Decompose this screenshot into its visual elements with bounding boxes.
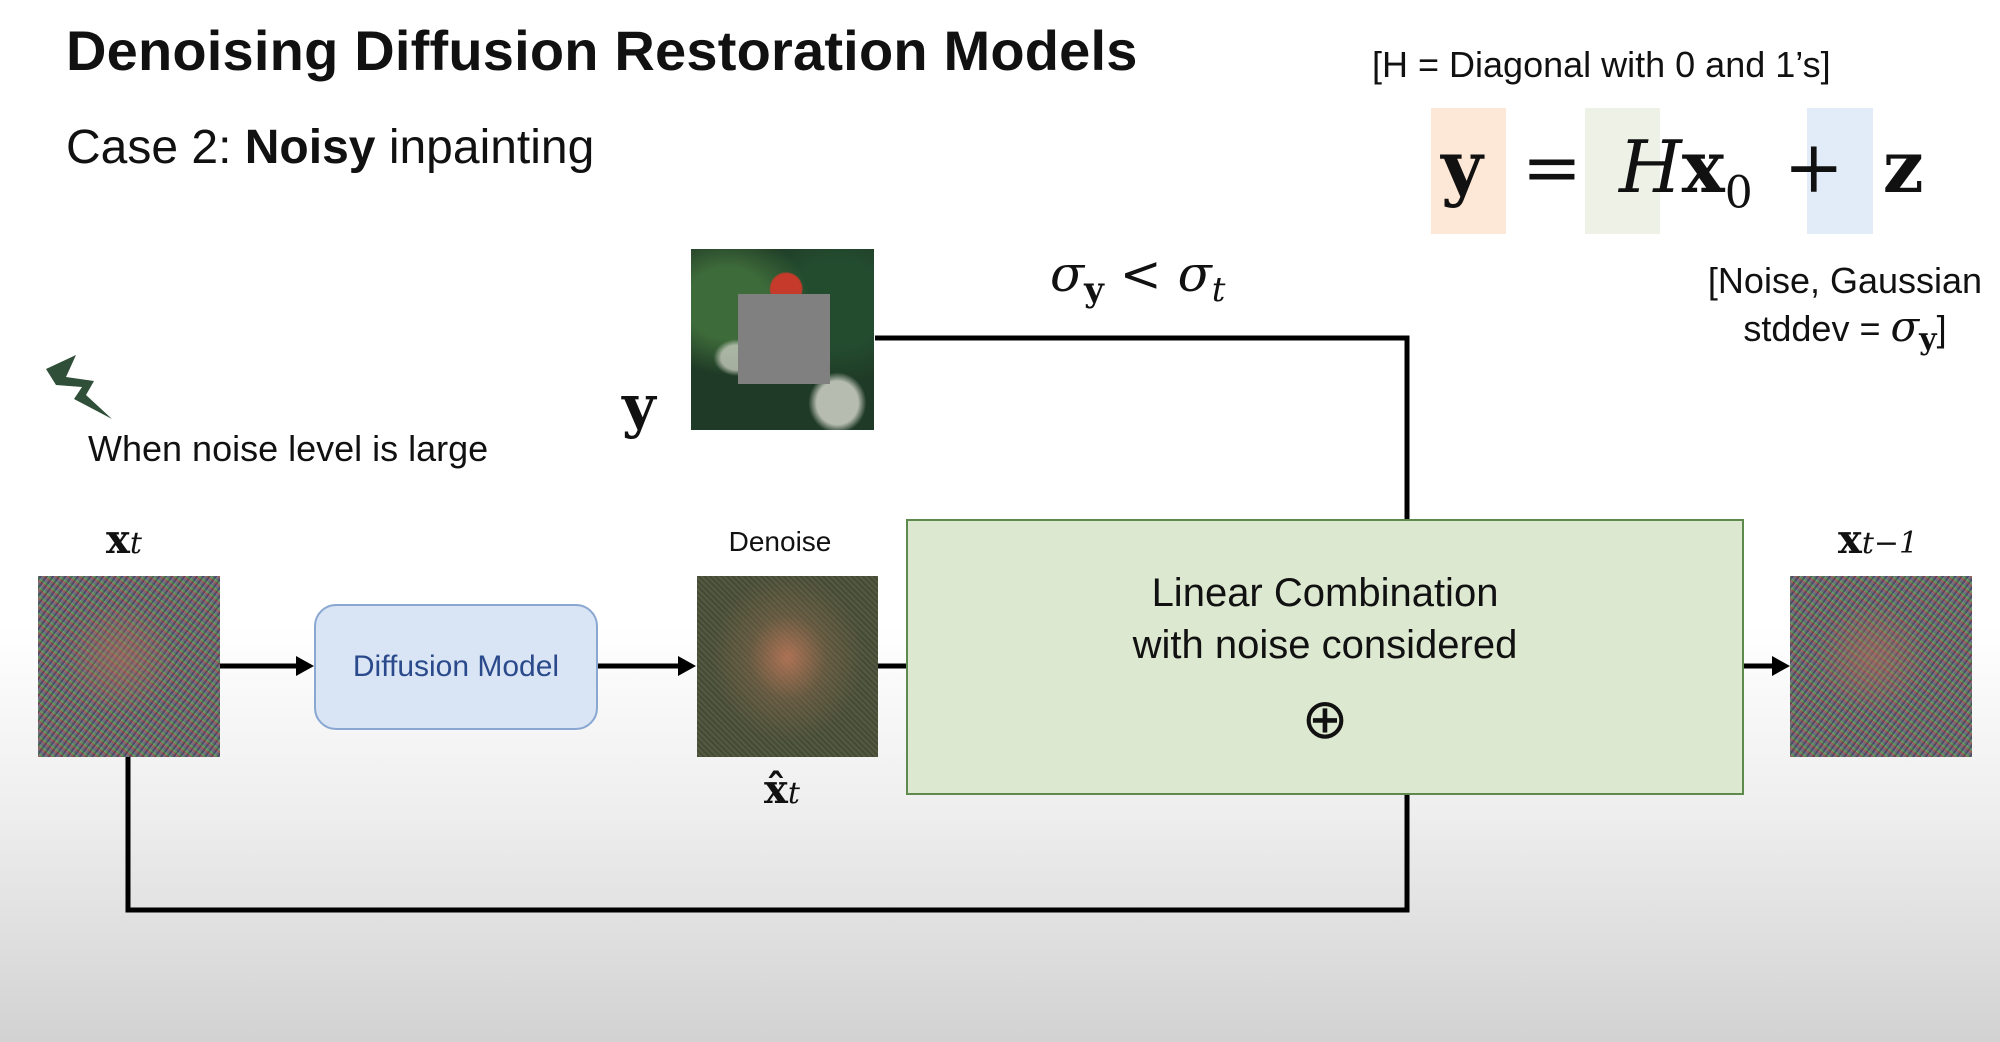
xhat-label-main: x̂ — [764, 766, 788, 813]
cond-sub-t: t — [1211, 270, 1226, 310]
eq-y: y — [1441, 124, 1483, 209]
xt1-label: xt−1 — [1838, 516, 1918, 563]
linear-line1: Linear Combination — [1151, 571, 1499, 615]
cond-less: < — [1103, 245, 1178, 303]
oplus-icon: ⊕ — [1301, 687, 1349, 750]
xt-skip-wire — [125, 757, 1410, 913]
noise-note-sigma-sub: y — [1919, 322, 1937, 357]
denoise-label: Denoise — [728, 526, 832, 557]
output-image — [1790, 576, 1972, 757]
page-subtitle: Case 2: Noisy inpainting — [66, 120, 594, 175]
denoised-image — [697, 576, 878, 757]
noise-note-suffix: ] — [1936, 308, 1947, 349]
cond-sub-y: y — [1084, 270, 1104, 310]
y-to-linear-wire — [875, 335, 1410, 519]
eq-x: x — [1681, 124, 1725, 209]
eq-H: H — [1618, 125, 1682, 209]
subtitle-prefix: Case 2: — [66, 121, 245, 174]
observation-equation: y = Hx0 + z — [1425, 108, 1924, 234]
noise-condition: σy < σt — [1050, 245, 1225, 310]
linear-combination-box: Linear Combination with noise considered… — [906, 519, 1744, 795]
eq-z: z — [1882, 124, 1924, 209]
cond-sigma-t: σ — [1177, 245, 1212, 303]
hx-highlight — [1585, 108, 1660, 234]
cond-sigma-y: σ — [1050, 245, 1085, 303]
h-description: [H = Diagonal with 0 and 1’s] — [1372, 44, 1831, 85]
xhat-label-sub: t — [787, 776, 800, 811]
linear-line2: with noise considered — [1132, 623, 1518, 667]
subtitle-suffix: inpainting — [375, 121, 595, 174]
page-title: Denoising Diffusion Restoration Models — [66, 19, 1138, 82]
xt-label: xt — [106, 516, 142, 563]
arrowhead-model — [296, 656, 314, 676]
arrowhead-denoise — [678, 656, 696, 676]
diffusion-model-box: Diffusion Model — [314, 604, 598, 730]
xt1-label-main: x — [1838, 516, 1862, 563]
equation-text: y = Hx0 + z — [1425, 124, 1924, 218]
lightning-icon — [46, 355, 112, 419]
xt1-label-sub: t−1 — [1861, 526, 1919, 561]
xt-label-sub: t — [129, 526, 142, 561]
xhat-label: x̂t — [764, 766, 800, 813]
inpainting-mask — [738, 294, 830, 384]
xt-label-main: x — [106, 516, 130, 563]
noisy-input-image — [38, 576, 220, 757]
noise-note-line2: stddev = σy] — [1700, 304, 1990, 363]
eq-plus: + — [1783, 125, 1844, 209]
masked-bird-image — [691, 249, 874, 430]
observation-label: y — [622, 372, 656, 440]
noise-note-line1: [Noise, Gaussian — [1707, 260, 1983, 301]
warning-text: When noise level is large — [88, 428, 489, 469]
diffusion-model-label: Diffusion Model — [352, 650, 560, 683]
arrowhead-output — [1772, 656, 1790, 676]
y-highlight — [1431, 108, 1506, 234]
noise-note-prefix: stddev = — [1743, 308, 1891, 349]
noise-note-sigma: σ — [1890, 302, 1920, 351]
eq-equals: = — [1521, 125, 1583, 209]
eq-x-sub: 0 — [1724, 167, 1753, 219]
noise-note: [Noise, Gaussian stddev = σy] — [1700, 258, 1990, 363]
subtitle-bold: Noisy — [244, 121, 376, 174]
z-highlight — [1807, 108, 1873, 234]
